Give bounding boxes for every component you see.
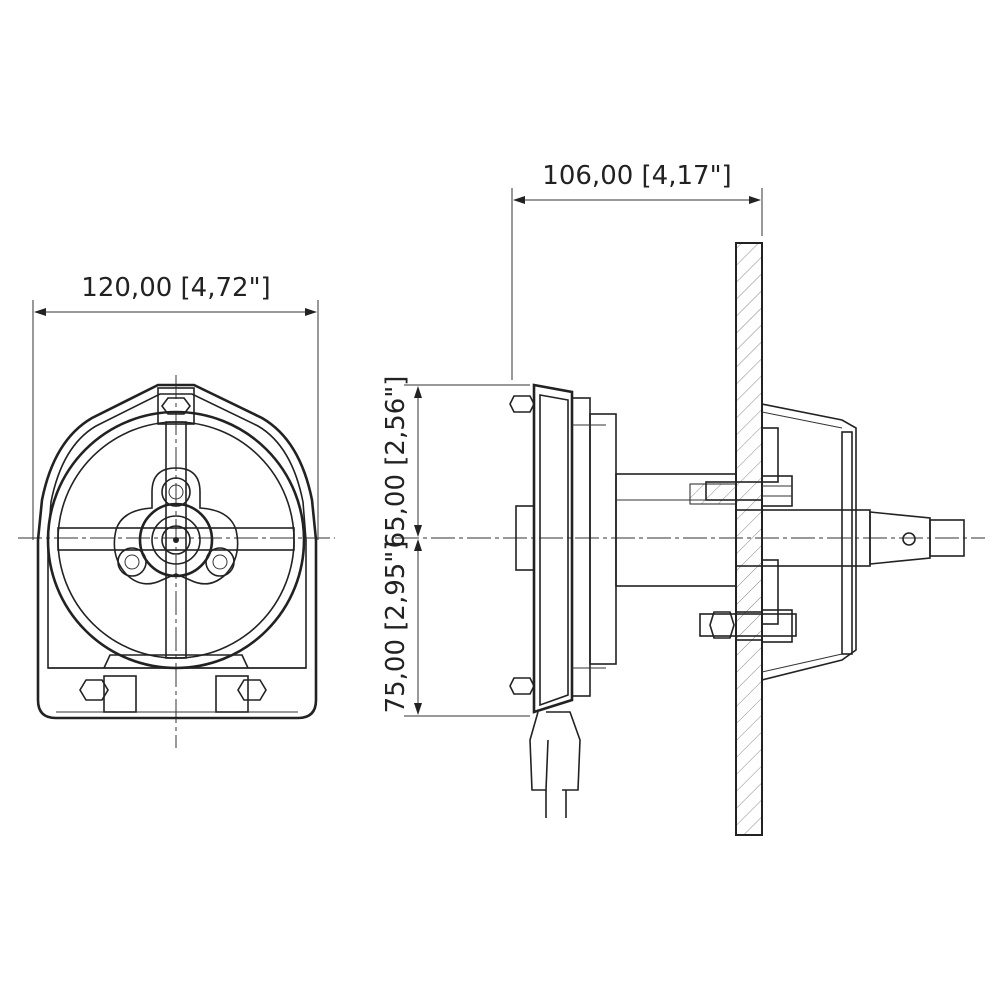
front-left-bolt-icon [79,679,109,701]
front-bottom-bracket [103,654,249,669]
front-horizontal-spoke [57,527,295,551]
side-shaft-pin-hole [902,532,916,546]
front-hub-hole-top [161,477,191,507]
mounting-panel [735,242,763,836]
front-view: 120,00 [4,72"] [18,273,335,748]
front-housing-inner-outline [47,393,307,669]
side-rear-bracket-inner-bottom [761,653,843,673]
side-lower-nut-right [761,609,793,643]
front-hub-hole-right-inner [212,554,228,570]
side-bottom-screw-icon [509,677,535,695]
front-left-bolt-boss [103,675,137,713]
side-shaft-taper [869,511,931,565]
side-rear-plate [841,431,853,655]
front-right-bolt-icon [237,679,267,701]
side-top-screw-icon [509,395,535,413]
side-cable-fitting [529,711,549,791]
front-top-bolt-icon [161,397,191,415]
side-rear-bracket [761,403,857,681]
front-vertical-spoke [165,421,187,659]
front-housing-outline [36,383,318,720]
side-housing-body [589,413,617,665]
side-upper-nut [761,475,793,507]
front-hub-hole-top-inner [168,484,184,500]
side-view: 106,00 [4,17"] 65,00 [2,56"] 75,00 [2,95… [381,161,985,836]
front-hub-center-boss [138,502,214,578]
side-lower-spacer [761,559,779,625]
front-right-bolt-boss [215,675,249,713]
front-outer-ring [46,410,306,670]
side-lower-stud [699,613,797,637]
height-upper-dimension-label: 65,00 [2,56"] [381,376,411,549]
side-shaft-key [929,519,965,557]
front-hub-plate [113,467,239,585]
side-rear-bracket-inner-top [761,411,843,429]
side-bezel [532,383,574,714]
side-cable-fitting-2 [546,711,581,791]
width-dimension-label: 120,00 [4,72"] [81,273,270,303]
front-shaft-center [173,537,179,543]
side-bezel-inner [539,394,569,707]
front-shaft-inner [161,525,191,555]
side-column-section [689,483,737,505]
side-upper-spacer [761,427,779,483]
side-lower-nut-left [709,611,735,639]
side-housing-flange [571,397,591,697]
depth-dimension-label: 106,00 [4,17"] [542,161,731,191]
front-hub-hole-left-inner [124,554,140,570]
front-top-bolt-boss [157,387,195,425]
front-shaft-outer [151,515,201,565]
height-lower-dimension-label: 75,00 [2,95"] [381,541,411,714]
side-hub-cap [515,505,535,571]
